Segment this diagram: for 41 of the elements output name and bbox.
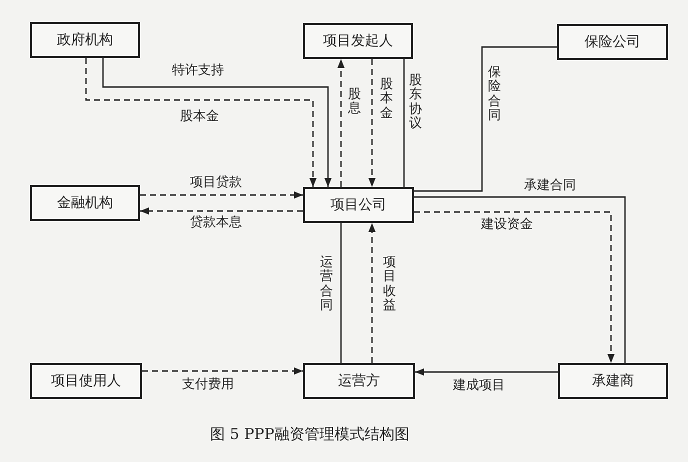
edge-label: 股本金	[380, 78, 393, 121]
edge-label: 项目贷款	[190, 176, 242, 191]
entity-box	[30, 185, 140, 221]
edge-label: 项目收益	[383, 256, 396, 314]
edge-label: 支付费用	[182, 378, 234, 393]
arrow	[140, 207, 303, 215]
figure-caption: 图 5 PPP融资管理模式结构图	[210, 425, 410, 444]
edge-label: 运营合同	[320, 256, 333, 314]
node-label: 保险公司	[584, 33, 640, 51]
edge-label: 保险合同	[488, 66, 501, 124]
entity-box	[30, 22, 140, 58]
edge-label: 股东协议	[409, 74, 422, 132]
edge-label: 建设资金	[481, 218, 533, 233]
node-label: 项目发起人	[323, 32, 393, 50]
entity-box	[303, 23, 413, 59]
arrow	[337, 59, 345, 187]
node-label: 项目公司	[330, 196, 386, 214]
edge-label: 特许支持	[172, 64, 224, 79]
edge-label: 建成项目	[453, 379, 505, 394]
arrow	[368, 223, 376, 363]
edge-label: 承建合同	[524, 179, 576, 194]
connector-line	[414, 46, 557, 192]
arrow	[415, 368, 558, 376]
node-label: 项目使用人	[51, 372, 121, 390]
node-label: 承建商	[592, 372, 634, 390]
arrow	[140, 191, 303, 199]
entity-box	[30, 363, 142, 399]
node-label: 金融机构	[57, 194, 113, 212]
edge-label: 股本金	[180, 110, 219, 125]
edge-label: 贷款本息	[190, 216, 242, 231]
arrow	[142, 367, 303, 375]
node-label: 政府机构	[57, 31, 113, 49]
connector-line	[403, 59, 405, 187]
entity-box	[557, 24, 668, 60]
arrow	[368, 59, 376, 187]
entity-box	[558, 363, 668, 399]
edge-label: 股息	[348, 88, 361, 117]
connector-line	[340, 223, 342, 363]
entity-box	[303, 363, 415, 399]
entity-box	[303, 187, 414, 223]
node-label: 运营方	[338, 372, 380, 390]
